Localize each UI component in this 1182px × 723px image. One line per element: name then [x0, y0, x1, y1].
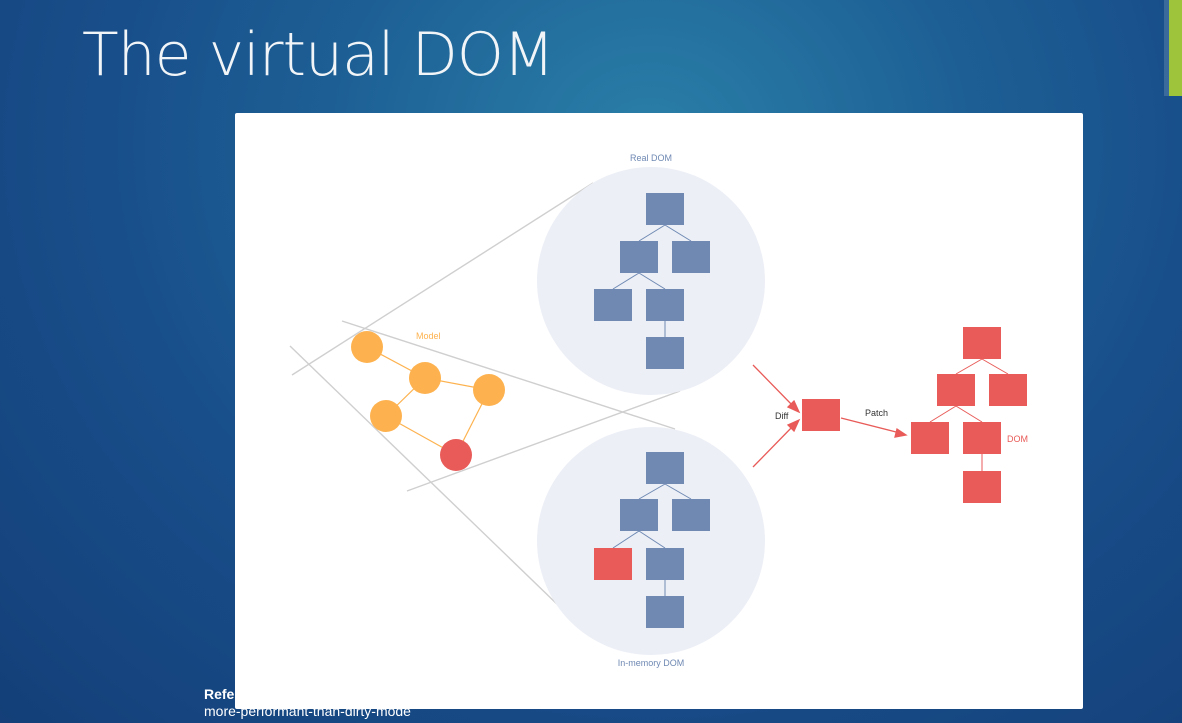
tree-node [672, 499, 710, 531]
diff-node [802, 399, 840, 431]
diff-label: Diff [775, 411, 789, 421]
tree-edge [638, 272, 666, 290]
result-dom-edges [929, 358, 1009, 471]
real-dom-nodes [594, 193, 710, 369]
projection-lines [289, 182, 681, 637]
model-node-changed [440, 439, 472, 471]
tree-edge [612, 272, 640, 290]
in-memory-dom-label: In-memory DOM [618, 658, 685, 668]
reference-url: more-performant-than-dirty-mode [204, 703, 411, 719]
model-label: Model [416, 331, 441, 341]
projection-line [289, 345, 591, 637]
tree-node [672, 241, 710, 273]
tree-node [646, 289, 684, 321]
model-node [473, 374, 505, 406]
arrow-head [786, 399, 801, 414]
tree-edge [638, 483, 666, 500]
diagram-panel: Real DOM In-memory DOM [235, 113, 1083, 709]
arrow-line [840, 417, 901, 434]
tree-node [963, 327, 1001, 359]
tree-node [989, 374, 1027, 406]
in-memory-dom-edges [612, 483, 692, 596]
arrow-head [786, 418, 801, 433]
real-dom-edges [612, 224, 692, 337]
real-dom-label: Real DOM [630, 153, 672, 163]
real-dom-circle [537, 167, 765, 395]
tree-edge [955, 405, 983, 423]
tree-node [646, 193, 684, 225]
tree-edge [929, 405, 957, 423]
reference-label: Refe [204, 686, 235, 702]
tree-edge [981, 358, 1009, 375]
accent-bar [1169, 0, 1182, 96]
patch-label: Patch [865, 408, 888, 418]
tree-node [646, 548, 684, 580]
tree-edge [664, 483, 692, 500]
changed-tree-node [594, 548, 632, 580]
tree-node [963, 471, 1001, 503]
projection-line [406, 390, 681, 492]
tree-node [620, 241, 658, 273]
tree-node [646, 337, 684, 369]
projection-line [291, 182, 594, 376]
reference-text: Refe more-performant-than-dirty-mode [204, 686, 504, 720]
in-memory-dom-nodes [594, 452, 710, 628]
tree-edge [955, 358, 983, 375]
accent-bar-shadow [1164, 0, 1169, 96]
diff-arrows [752, 364, 908, 468]
slide-title: The virtual DOM [82, 20, 555, 90]
model-node [351, 331, 383, 363]
tree-node [646, 452, 684, 484]
tree-node [594, 289, 632, 321]
model-node [370, 400, 402, 432]
tree-node [963, 422, 1001, 454]
arrow-line [752, 423, 796, 468]
dom-label: DOM [1007, 434, 1028, 444]
tree-node [620, 499, 658, 531]
arrow-line [752, 364, 796, 409]
tree-edge [638, 224, 666, 242]
virtual-dom-diagram: Real DOM In-memory DOM [289, 153, 1028, 668]
projection-line [341, 320, 676, 430]
tree-edge [638, 530, 666, 549]
tree-node [911, 422, 949, 454]
tree-node [646, 596, 684, 628]
tree-node [937, 374, 975, 406]
in-memory-dom-circle [537, 427, 765, 655]
tree-edge [664, 224, 692, 242]
model-node [409, 362, 441, 394]
arrow-head [894, 427, 908, 438]
result-dom-nodes [911, 327, 1027, 503]
tree-edge [612, 530, 640, 549]
